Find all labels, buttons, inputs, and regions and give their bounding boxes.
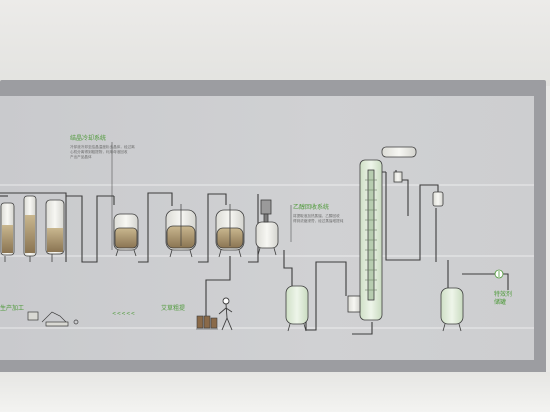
crystallization-system-desc-line-1: 冷却液冷却至结晶温度析出晶体，经过离 — [70, 145, 135, 149]
production-processing-label: 生产加工 — [0, 305, 25, 312]
worker-icon — [218, 297, 233, 331]
recovery-tank-label: 储罐 — [494, 299, 507, 306]
herb-processing-label: 艾草粗提 — [161, 305, 186, 312]
guide-lines — [0, 184, 534, 329]
ethanol-recovery-desc-line-2: 得到浓缩浸膏，经过蒸馏塔提纯 — [293, 219, 344, 223]
ethanol-recovery-desc-line-1: 将提取液加热蒸馏，乙醇回收 — [293, 214, 340, 218]
floor-background — [0, 372, 550, 412]
crystallization-system-desc-line-2: 心机分离得到粗提物，利用母液回收 — [70, 150, 128, 154]
wall-background — [0, 0, 550, 86]
extraction-towers — [0, 195, 65, 262]
special-recovery-label: 特效剂 — [494, 291, 513, 298]
crystallization-system-title: 结晶冷却系统 — [70, 135, 107, 142]
storage-tanks — [285, 285, 464, 332]
gauge-indicator — [494, 269, 504, 279]
recovery-column — [347, 146, 444, 321]
flow-direction-arrows: <<<<< — [112, 311, 136, 317]
material-sacks — [196, 315, 218, 330]
pipelines — [0, 170, 509, 335]
leader-lines — [111, 142, 292, 250]
reaction-vessels — [113, 199, 279, 258]
production-illustration — [27, 311, 79, 327]
crystallization-system-desc-line-3: 产出产品晶体 — [70, 155, 92, 159]
ethanol-recovery-system-title: 乙醇回收系统 — [293, 204, 330, 211]
